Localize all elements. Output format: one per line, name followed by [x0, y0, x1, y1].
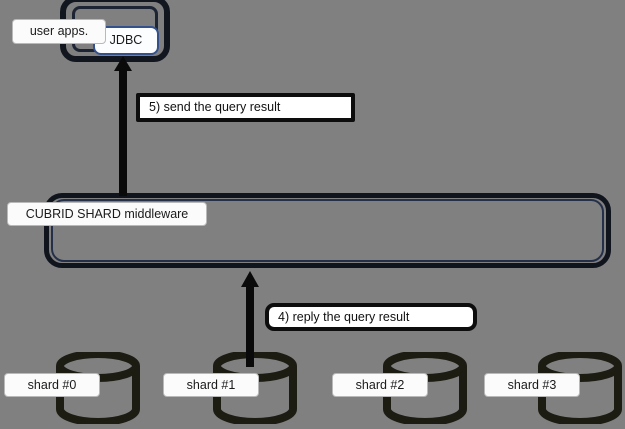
arrow-middleware-to-client: [108, 56, 138, 196]
callout-step-5: 5) send the query result: [136, 93, 355, 122]
arrow-shard1-to-middleware: [235, 271, 265, 367]
callout-step-4: 4) reply the query result: [265, 303, 477, 331]
shard-label-3: shard #3: [484, 373, 580, 397]
shard-cylinder-3: [537, 350, 623, 426]
shard-label-0: shard #0: [4, 373, 100, 397]
user-apps-label: user apps.: [12, 19, 106, 44]
jdbc-label: JDBC: [109, 33, 143, 48]
shard-label-2: shard #2: [332, 373, 428, 397]
middleware-label: CUBRID SHARD middleware: [7, 202, 207, 226]
middleware-container: [44, 193, 611, 268]
middleware-inner-frame: [51, 199, 604, 262]
shard-label-1: shard #1: [163, 373, 259, 397]
